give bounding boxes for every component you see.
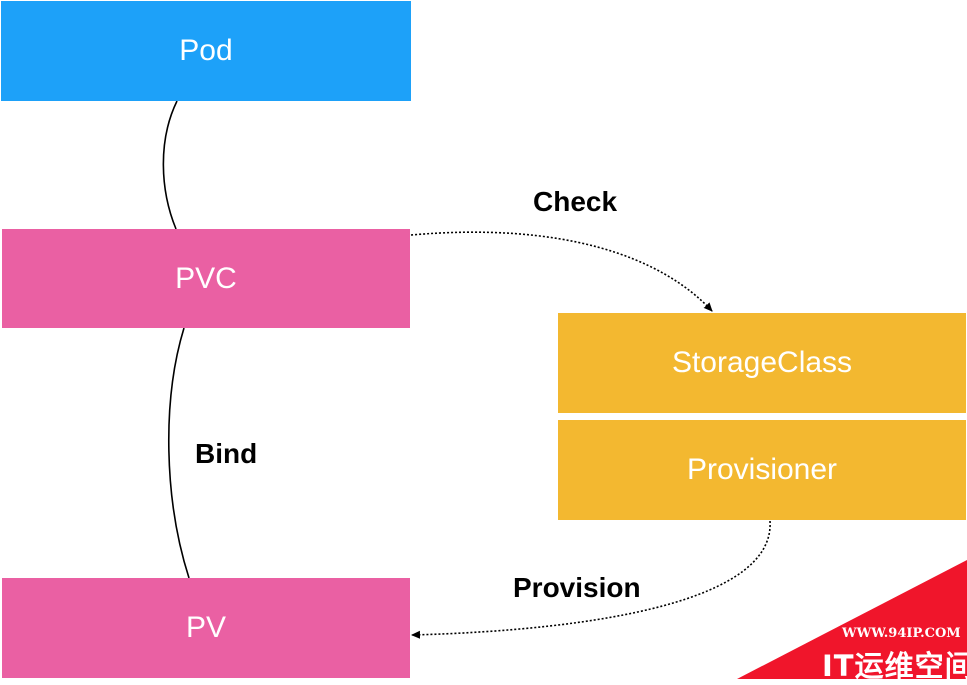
pod-node: Pod [1, 1, 411, 101]
provision-edge-label: Provision [513, 572, 641, 603]
pvc-node: PVC [2, 229, 410, 328]
provisioner-node: Provisioner [558, 420, 966, 520]
check-arrow [410, 231, 713, 312]
watermark-url: WWW.94IP.COM [842, 626, 961, 641]
bind-edge-label: Bind [195, 438, 258, 469]
pv-label: PV [185, 611, 227, 644]
pod-label: Pod [179, 34, 233, 67]
pv-node: PV [2, 578, 410, 678]
provisioner-label: Provisioner [686, 453, 838, 486]
pvc-label: PVC [175, 261, 237, 295]
storage-class-node: StorageClass [558, 313, 966, 413]
pod-pvc-connector [162, 100, 178, 230]
check-edge-label: Check [533, 186, 618, 217]
bind-connector [167, 327, 190, 579]
storage-class-label: StorageClass [671, 346, 853, 379]
